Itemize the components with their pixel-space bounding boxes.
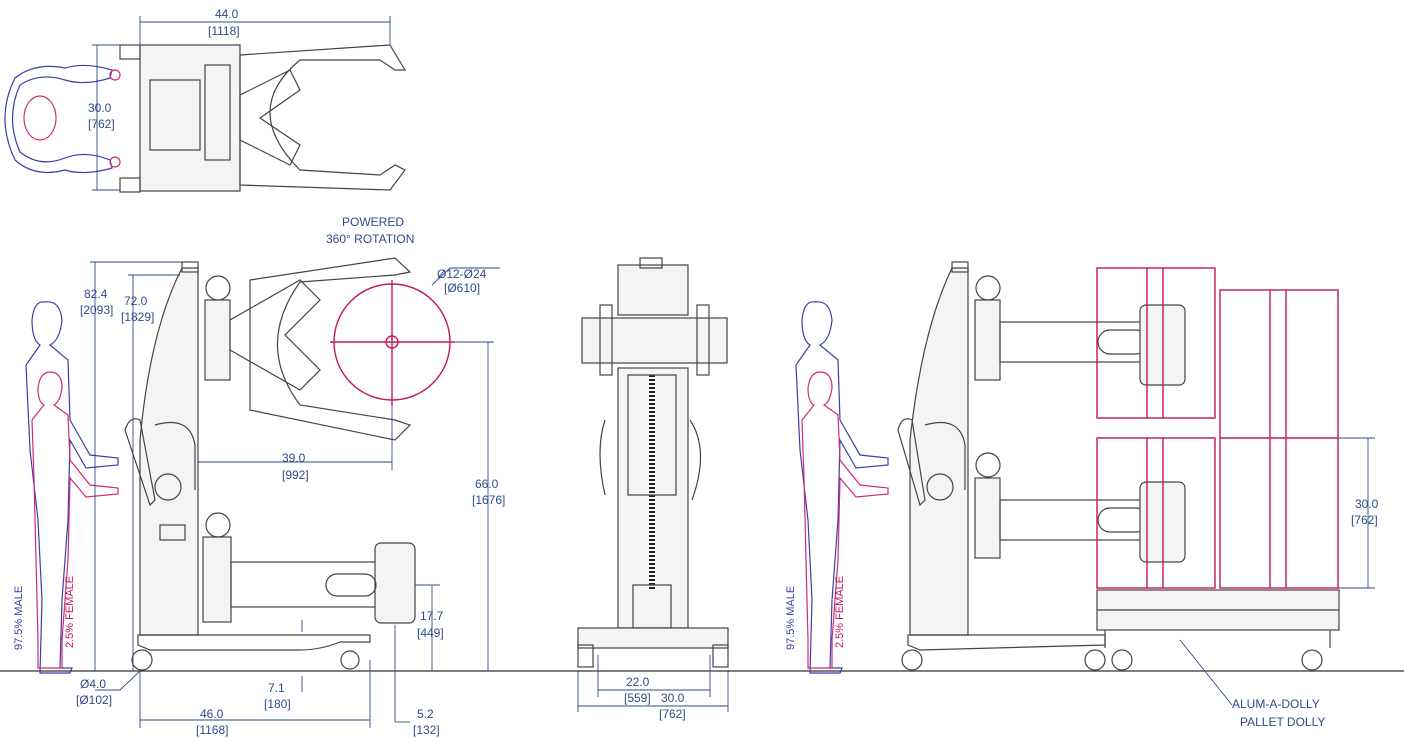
box-height-dim: 30.0	[1355, 497, 1379, 511]
front-outer-width-dim: 30.0	[661, 691, 685, 705]
reach-dim: 39.0	[282, 451, 306, 465]
top-view: 44.0 [1118] 30.0 [762]	[4, 7, 407, 193]
max-height-dim: 66.0	[475, 477, 499, 491]
ground-clearance-dim-mm: [180]	[264, 697, 291, 711]
lower-box	[1096, 437, 1216, 589]
ground-clearance-dim: 7.1	[268, 681, 285, 695]
max-height-dim-mm: [1676]	[472, 493, 505, 507]
wheel-diameter-dim: Ø4.0	[80, 677, 106, 691]
top-depth-dim: 30.0	[88, 101, 112, 115]
side-view: POWERED 360° ROTATION 97.5% MA	[13, 215, 505, 737]
wheel-diameter-dim-mm: [Ø102]	[76, 693, 112, 707]
dolly-view: 97.5% MALE 2.5% FEMALE 30.0 [762] ALUM-A…	[785, 261, 1379, 729]
reach-dim-mm: [992]	[282, 468, 309, 482]
front-head	[617, 264, 689, 316]
dolly-label-line2: PALLET DOLLY	[1240, 715, 1325, 729]
base-length-dim-mm: [1168]	[196, 723, 228, 737]
dolly-female-label: 2.5% FEMALE	[834, 576, 846, 648]
front-base	[577, 627, 729, 649]
side-female-figure	[31, 371, 119, 669]
top-width-dim: 44.0	[215, 7, 239, 21]
front-outer-width-dim-mm: [762]	[659, 707, 686, 721]
upper-box	[1096, 267, 1216, 419]
top-depth-dim-mm: [762]	[88, 117, 115, 131]
dolly-male-label: 97.5% MALE	[785, 586, 797, 650]
height-overall-dim: 82.4	[84, 287, 108, 301]
toe-dim-mm: [132]	[413, 723, 440, 737]
rotation-note-line2: 360° ROTATION	[326, 232, 414, 246]
stacked-boxes	[1219, 289, 1339, 589]
dolly-male-figure	[795, 301, 889, 674]
side-male-figure	[25, 301, 119, 674]
top-view-chassis	[139, 44, 241, 192]
top-width-dim-mm: [1118]	[208, 24, 240, 38]
dolly-view-mast	[909, 267, 969, 636]
rotation-note-line1: POWERED	[342, 215, 404, 229]
height-overall-dim-mm: [2093]	[80, 303, 113, 317]
front-inner-width-dim-mm: [559]	[624, 691, 651, 705]
roll-diameter-dim: Ø12-Ø24	[437, 267, 487, 281]
height-arm-dim-mm: [1829]	[121, 310, 154, 324]
dolly-label-line1: ALUM-A-DOLLY	[1232, 697, 1320, 711]
front-inner-width-dim: 22.0	[626, 675, 650, 689]
base-length-dim: 46.0	[200, 707, 224, 721]
low-height-dim-mm: [449]	[417, 626, 444, 640]
height-arm-dim: 72.0	[124, 294, 148, 308]
roll-diameter-dim-mm: [Ø610]	[444, 281, 480, 295]
toe-dim: 5.2	[417, 707, 434, 721]
low-height-dim: 17.7	[420, 609, 444, 623]
front-view: 22.0 [559] 30.0 [762]	[577, 257, 729, 721]
side-male-label: 97.5% MALE	[13, 586, 25, 650]
box-height-dim-mm: [762]	[1351, 513, 1378, 527]
dolly-female-figure	[801, 371, 889, 669]
side-female-label: 2.5% FEMALE	[64, 576, 76, 648]
side-base	[137, 634, 371, 651]
